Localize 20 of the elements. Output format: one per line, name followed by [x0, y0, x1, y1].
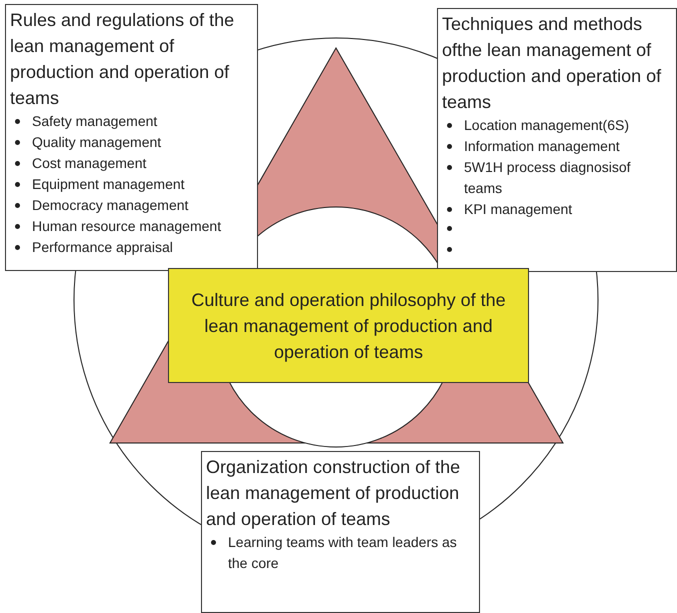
text-box: [5, 4, 258, 271]
center-box: [168, 268, 529, 383]
bullet-item: Safety management: [32, 113, 158, 129]
heading: Rules and regulations of the lean management of production and operation of teams: [10, 9, 236, 110]
bullet-item: Cost management: [32, 155, 146, 171]
bullet-item: KPI management: [464, 201, 572, 217]
bullet-item: Quality management: [32, 134, 162, 150]
bullet-item: Performance appraisal: [32, 239, 173, 255]
bullet-item: 5W1H process diagnosisof teams: [464, 159, 631, 196]
bullet-item: Information management: [464, 138, 620, 154]
bullet-item: Democracy management: [32, 197, 188, 213]
heading: Techniques and methods ofthe lean management of production and operation of teams: [442, 13, 662, 114]
bullet-item: Equipment management: [32, 176, 185, 192]
text-box: [437, 8, 677, 272]
heading: Culture and operation philosophy of the lean management of production and operation of teams: [190, 288, 507, 364]
text-box: [201, 451, 480, 613]
bullet-item: Learning teams with team leaders as the core: [228, 534, 457, 571]
bullet-item: Location management(6S): [464, 117, 629, 133]
bullet-item: Human resource management: [32, 218, 222, 234]
heading: Organization construction of the lean management of production and operation of teams: [206, 456, 462, 531]
